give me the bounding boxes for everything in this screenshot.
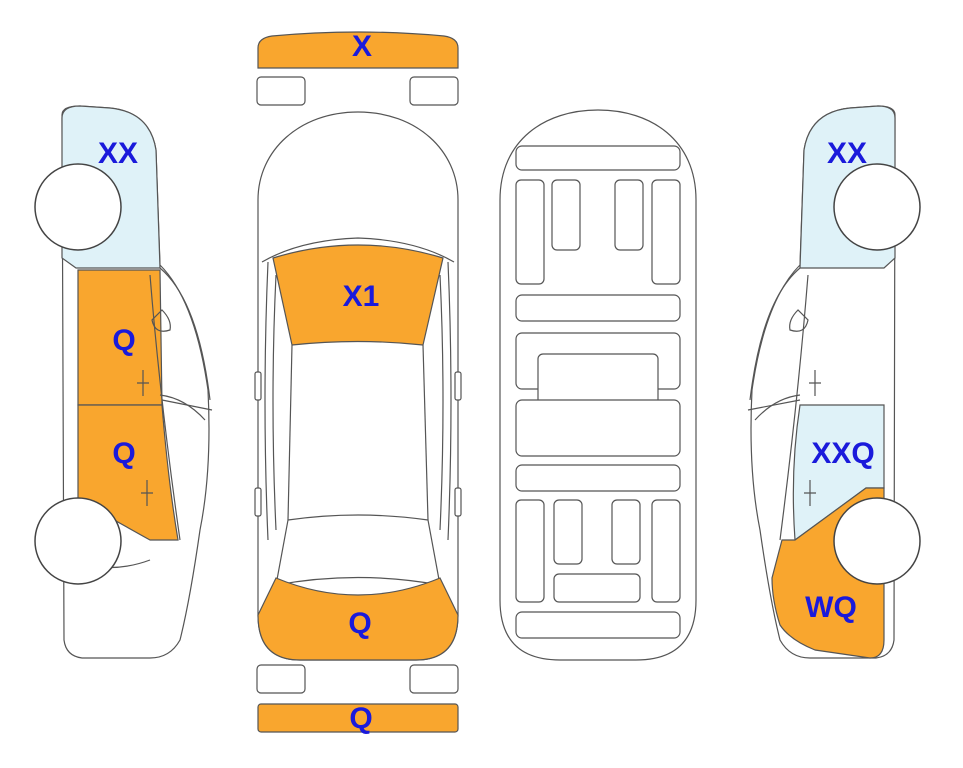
left-rear-door-label: Q: [112, 437, 135, 470]
rear-bumper-area[interactable]: [257, 703, 459, 733]
underside-view: [499, 109, 697, 661]
left-front-wheel: [34, 163, 122, 251]
front-bumper-label: X: [352, 30, 372, 63]
windshield-area[interactable]: [272, 244, 444, 346]
front-left-light: [256, 76, 306, 106]
rear-left-light: [256, 664, 306, 694]
right-side-view: [747, 105, 921, 659]
right-rear-wheel: [833, 497, 921, 585]
right-rear-door-label: XXQ: [811, 437, 874, 470]
top-view: [254, 31, 462, 733]
trunk-label: Q: [348, 607, 371, 640]
front-right-light: [409, 76, 459, 106]
rear-right-light: [409, 664, 459, 694]
front-bumper-area[interactable]: [257, 31, 459, 69]
left-front-door-label: Q: [112, 324, 135, 357]
left-side-window-label: XX: [98, 137, 138, 170]
right-front-wheel: [833, 163, 921, 251]
trunk-area[interactable]: [257, 577, 459, 661]
windshield-label: X1: [343, 280, 380, 313]
left-rear-wheel: [34, 497, 122, 585]
left-side-view: [34, 105, 213, 659]
right-side-window-label: XX: [827, 137, 867, 170]
right-rear-quarter-label: WQ: [805, 591, 857, 624]
rear-bumper-label: Q: [349, 702, 372, 735]
